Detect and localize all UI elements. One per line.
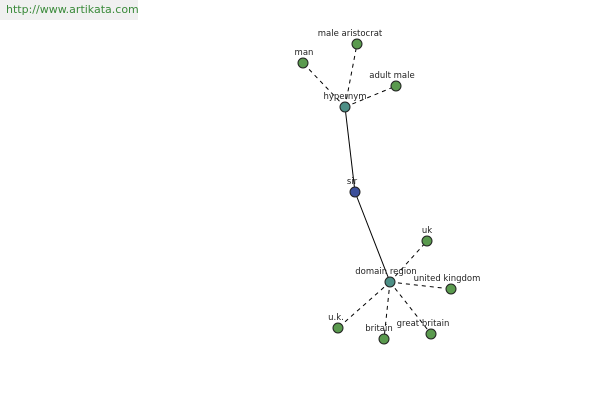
edge-domain-region-uk-abbrev [337, 281, 391, 329]
label-leaf-adult-male: adult male [369, 71, 414, 81]
edge-domain-region-great-britain [389, 281, 432, 335]
label-leaf-male-aristocrat: male aristocrat [318, 29, 383, 39]
edge-center-hypernym [344, 106, 356, 193]
label-leaf-united-kingdom: united kingdom [414, 274, 481, 284]
edge-center-domain-region [354, 191, 391, 283]
node-leaf-britain[interactable] [378, 333, 390, 345]
edge-hypernym-adult-male [344, 85, 397, 108]
node-leaf-u-k[interactable] [332, 322, 344, 334]
edge-hypernym-male-aristocrat [344, 43, 358, 108]
labels: sir hypernym domain region man male aris… [295, 29, 481, 334]
nodes [297, 38, 457, 345]
edge-domain-region-britain [383, 281, 391, 340]
node-leaf-adult-male[interactable] [390, 80, 402, 92]
node-leaf-great-britain[interactable] [425, 328, 437, 340]
label-center-sir: sir [347, 177, 358, 187]
node-hub-hypernym[interactable] [339, 101, 351, 113]
node-leaf-man[interactable] [297, 57, 309, 69]
node-leaf-male-aristocrat[interactable] [351, 38, 363, 50]
watermark-url[interactable]: http://www.artikata.com [0, 0, 139, 20]
node-hub-domain-region[interactable] [384, 276, 396, 288]
node-leaf-uk[interactable] [421, 235, 433, 247]
label-leaf-britain: britain [365, 324, 393, 334]
edges [302, 43, 452, 340]
node-center-sir[interactable] [349, 186, 361, 198]
label-leaf-man: man [295, 48, 314, 58]
label-leaf-great-britain: great britain [397, 319, 450, 329]
label-leaf-uk: uk [422, 226, 432, 236]
edge-domain-region-united-kingdom [389, 281, 452, 290]
edge-domain-region-uk [389, 240, 428, 283]
label-hub-hypernym: hypernym [323, 92, 366, 102]
node-leaf-united-kingdom[interactable] [445, 283, 457, 295]
edge-hypernym-man [302, 62, 346, 108]
label-leaf-u-k: u.k. [328, 313, 344, 323]
label-hub-domain-region: domain region [355, 267, 416, 277]
